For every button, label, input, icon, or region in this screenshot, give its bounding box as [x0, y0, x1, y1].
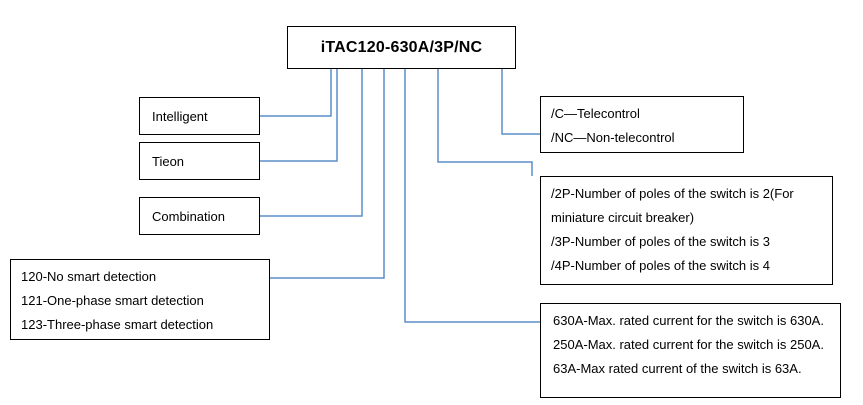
detection-item: 120-No smart detection [21, 269, 157, 284]
current-item: 250A-Max. rated current for the switch i… [553, 337, 824, 352]
tieon-label: Tieon [152, 153, 185, 169]
current-box: 630A-Max. rated current for the switch i… [540, 303, 841, 398]
poles-item: /2P-Number of poles of the switch is 2(F… [551, 186, 794, 225]
model-code: iTAC120-630A/3P/NC [320, 38, 483, 56]
poles-item: /3P-Number of poles of the switch is 3 [551, 234, 770, 249]
tieon-box: Tieon [139, 142, 260, 180]
combination-box: Combination [139, 197, 260, 235]
telecontrol-box: /C—Telecontrol /NC—Non-telecontrol [540, 96, 744, 153]
detection-item: 121-One-phase smart detection [21, 293, 204, 308]
connector-detection [270, 69, 385, 279]
detection-item: 123-Three-phase smart detection [21, 317, 214, 332]
poles-item: /4P-Number of poles of the switch is 4 [551, 258, 770, 273]
poles-box: /2P-Number of poles of the switch is 2(F… [540, 176, 833, 285]
connector-current [404, 69, 540, 323]
detection-box: 120-No smart detection 121-One-phase sma… [10, 259, 270, 340]
telecontrol-item: /NC—Non-telecontrol [551, 130, 675, 145]
connector-intelligent [260, 69, 332, 117]
model-code-box: iTAC120-630A/3P/NC [287, 26, 516, 69]
combination-label: Combination [152, 208, 225, 224]
connector-poles [437, 69, 533, 176]
connector-telecontrol [501, 69, 540, 135]
telecontrol-item: /C—Telecontrol [551, 106, 640, 121]
current-item: 630A-Max. rated current for the switch i… [553, 313, 824, 328]
connector-tieon [260, 69, 338, 162]
current-item: 63A-Max rated current of the switch is 6… [553, 361, 802, 376]
intelligent-box: Intelligent [139, 97, 260, 135]
connector-combination [260, 69, 363, 217]
intelligent-label: Intelligent [152, 108, 208, 124]
